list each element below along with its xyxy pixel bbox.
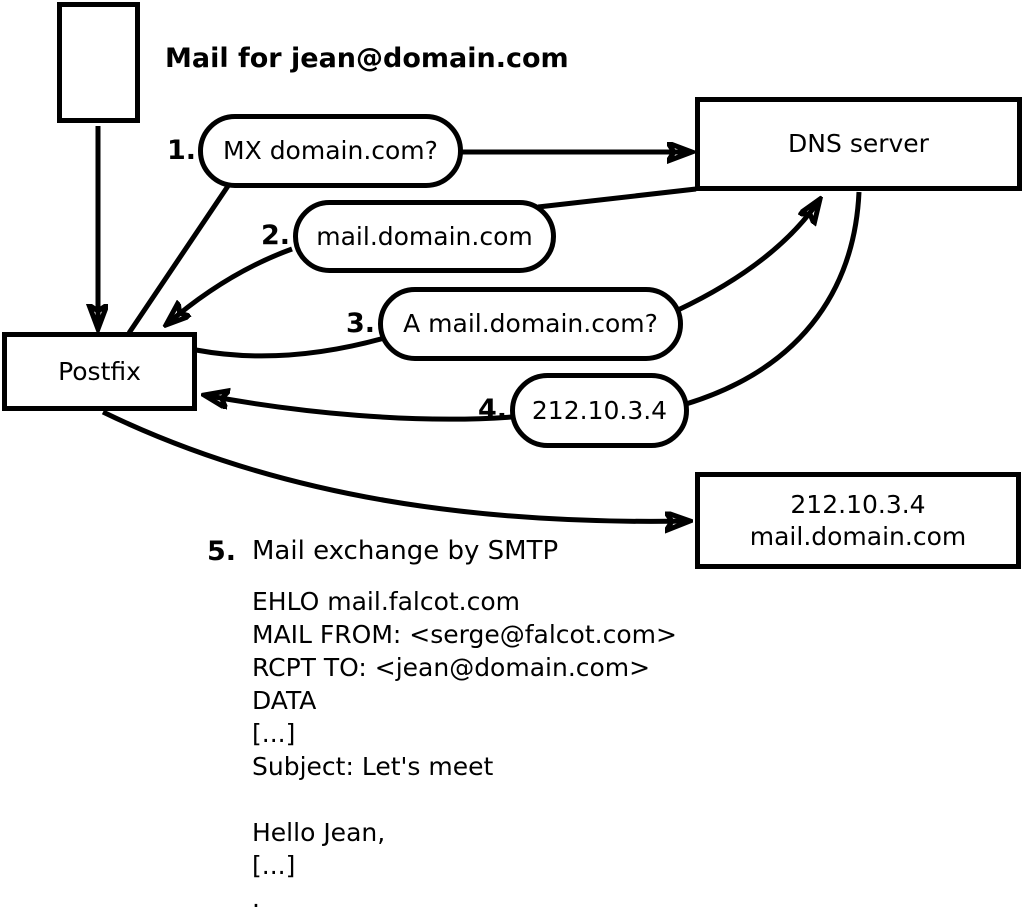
dns-server-label: DNS server [788,129,929,158]
mail-server-hostname: mail.domain.com [749,521,967,551]
mail-server-box: 212.10.3.4 mail.domain.com [695,472,1021,569]
mail-envelope-shape [57,2,140,123]
diagram-title: Mail for jean@domain.com [165,43,569,74]
step3-number: 3. [345,308,375,339]
step1-number: 1. [166,135,196,166]
arrow-a-query-to-dns [676,199,820,313]
step5-label: Mail exchange by SMTP [252,536,559,566]
dns-server-box: DNS server [695,97,1022,191]
step4-number: 4. [477,394,507,425]
step5-number: 5. [206,536,236,567]
line-postfix-to-a-query [195,334,389,359]
line-dns-to-mx-reply [537,186,697,210]
smtp-session-transcript: EHLO mail.falcot.com MAIL FROM: <serge@f… [252,587,677,913]
bubble-step2-mx-reply: mail.domain.com [293,200,556,273]
arrow-postfix-to-mailserver-smtp [101,409,690,521]
postfix-label: Postfix [58,356,141,386]
step3-label: A mail.domain.com? [403,309,658,338]
bubble-step4-a-reply: 212.10.3.4 [510,373,689,448]
arrow-a-reply-to-postfix [204,395,513,422]
arrow-mx-reply-to-postfix [166,246,293,325]
line-postfix-to-mx-query [126,181,233,335]
bubble-step3-a-query: A mail.domain.com? [378,287,683,361]
step2-number: 2. [260,220,290,251]
step4-label: 212.10.3.4 [531,395,668,425]
step2-label: mail.domain.com [316,221,533,251]
step1-label: MX domain.com? [223,136,438,165]
postfix-box: Postfix [2,332,197,411]
mail-server-ip: 212.10.3.4 [790,489,926,519]
line-dns-to-a-reply [685,191,862,407]
bubble-step1-mx-query: MX domain.com? [198,114,463,188]
